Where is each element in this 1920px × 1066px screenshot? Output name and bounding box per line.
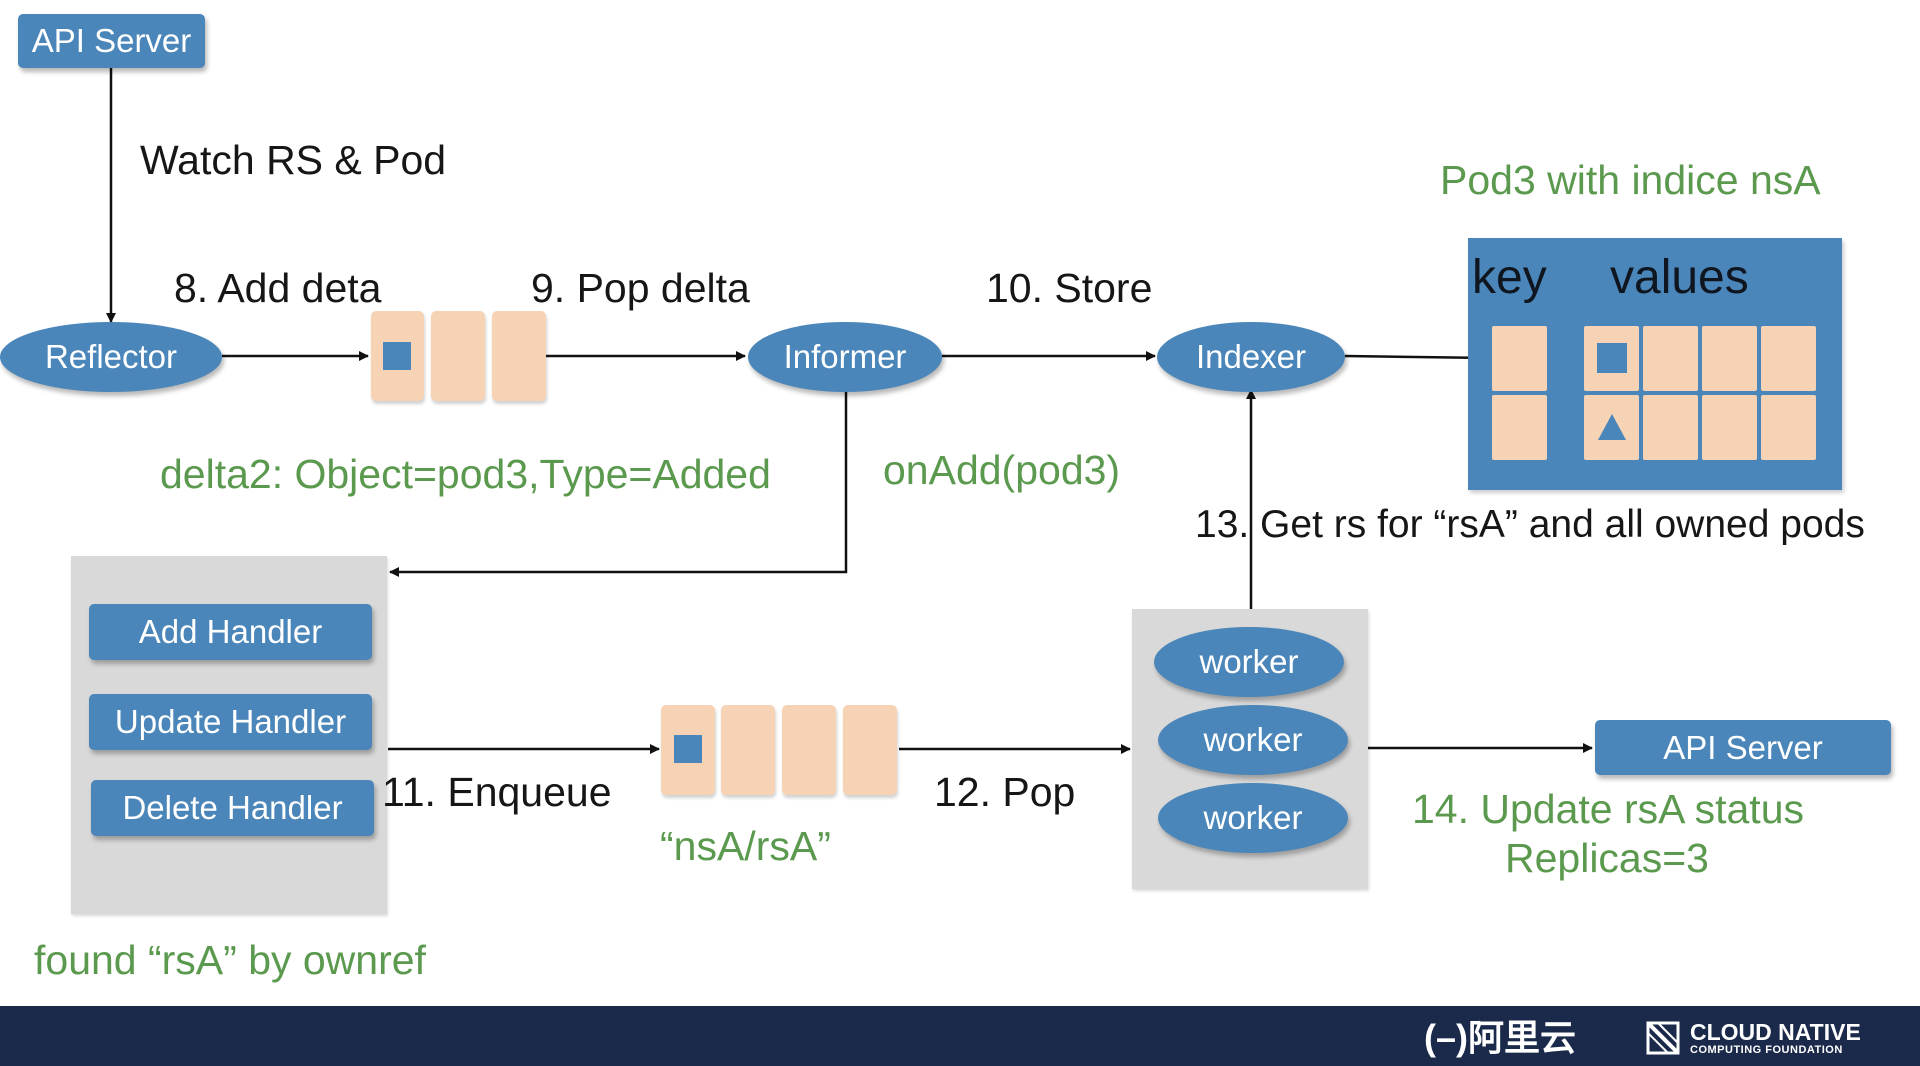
store-title: Pod3 with indice nsA xyxy=(1440,157,1821,203)
store-values-header: values xyxy=(1610,251,1749,304)
worker-node: worker xyxy=(1158,783,1348,853)
queue-cell xyxy=(721,705,775,795)
step9-label: 9. Pop delta xyxy=(531,265,750,311)
arrow-informer-to-handlers xyxy=(389,392,848,577)
worker-node: worker xyxy=(1154,627,1344,697)
watch-label: Watch RS & Pod xyxy=(140,137,447,183)
delta2-label: delta2: Object=pod3,Type=Added xyxy=(160,451,771,497)
queue-cell xyxy=(782,705,836,795)
arrow-indexer-to-store xyxy=(1344,352,1491,363)
queue-cell xyxy=(492,311,546,401)
store-key-cell xyxy=(1492,395,1547,460)
step11-label: 11. Enqueue xyxy=(382,769,612,815)
square-icon xyxy=(383,342,411,370)
square-icon xyxy=(1597,343,1627,373)
worker-label: worker xyxy=(1203,799,1303,836)
store-value-cell xyxy=(1702,326,1757,391)
store-key-cell xyxy=(1492,326,1547,391)
queue-cell xyxy=(843,705,897,795)
delete-handler-node: Delete Handler xyxy=(91,780,374,836)
cncf-line1: CLOUD NATIVE xyxy=(1690,1019,1861,1045)
step14-line2-label: Replicas=3 xyxy=(1505,835,1709,881)
informer-label: Informer xyxy=(783,338,907,375)
api-server-top-node: API Server xyxy=(18,14,205,68)
step8-label: 8. Add deta xyxy=(174,265,382,311)
footer-bar: (–)阿里云 CLOUD NATIVE COMPUTING FOUNDATION xyxy=(0,1006,1920,1066)
store-value-cell xyxy=(1761,395,1816,460)
update-handler-label: Update Handler xyxy=(114,703,347,740)
store-value-cell xyxy=(1643,395,1698,460)
queue-cell xyxy=(431,311,485,401)
store-value-cell xyxy=(1643,326,1698,391)
worker-label: worker xyxy=(1199,643,1299,680)
api-server-bottom-label: API Server xyxy=(1663,728,1823,766)
cncf-line2: COMPUTING FOUNDATION xyxy=(1690,1044,1843,1056)
add-handler-label: Add Handler xyxy=(138,613,323,650)
informer-node: Informer xyxy=(748,322,942,392)
update-handler-node: Update Handler xyxy=(89,694,372,750)
step12-label: 12. Pop xyxy=(934,769,1076,815)
onadd-label: onAdd(pod3) xyxy=(883,447,1121,493)
square-icon xyxy=(674,735,702,763)
add-handler-node: Add Handler xyxy=(89,604,372,660)
store-value-cell xyxy=(1702,395,1757,460)
api-server-top-label: API Server xyxy=(31,22,192,59)
reflector-label: Reflector xyxy=(44,338,178,375)
indexer-label: Indexer xyxy=(1195,338,1307,375)
found-label: found “rsA” by ownref xyxy=(34,937,426,983)
worker-node: worker xyxy=(1158,705,1348,775)
indexer-node: Indexer xyxy=(1157,322,1345,392)
step10-label: 10. Store xyxy=(986,265,1153,311)
alibaba-cloud-logo: (–)阿里云 xyxy=(1424,1017,1576,1058)
queue-key-label: “nsA/rsA” xyxy=(660,823,831,869)
reflector-node: Reflector xyxy=(0,322,222,392)
cncf-logo-icon xyxy=(1646,1021,1680,1055)
store-key-header: key xyxy=(1472,251,1547,304)
triangle-icon xyxy=(1598,414,1626,440)
worker-label: worker xyxy=(1203,721,1303,758)
step13-label: 13. Get rs for “rsA” and all owned pods xyxy=(1195,503,1865,546)
step14-line1-label: 14. Update rsA status xyxy=(1412,786,1805,832)
api-server-bottom-node: API Server xyxy=(1595,720,1891,775)
indexer-store: key values xyxy=(1468,238,1842,490)
store-value-cell xyxy=(1761,326,1816,391)
delete-handler-label: Delete Handler xyxy=(122,789,343,826)
